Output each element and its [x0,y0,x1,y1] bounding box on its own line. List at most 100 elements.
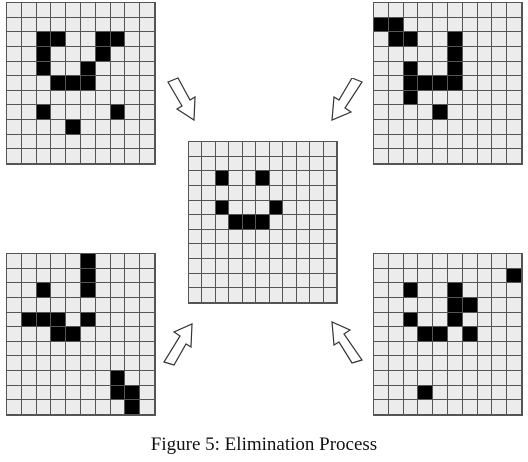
grid-cell [388,134,404,150]
grid-cell [418,268,434,284]
grid-cell [433,3,448,18]
grid-cell [229,229,243,245]
grid-cell [269,142,284,157]
grid-cell [492,76,508,91]
grid-cell [81,90,96,106]
filled-cell [66,327,81,342]
grid-cell [388,400,404,415]
grid-cell [507,32,522,47]
grid-cell [21,76,37,91]
grid-cell [189,215,203,230]
filled-cell [229,215,243,230]
filled-cell [81,61,96,77]
grid-cell [507,61,522,77]
grid-cell [66,90,81,106]
grid-cell [374,268,389,284]
grid-cell [403,254,419,269]
grid-cell [215,215,230,230]
grid-cell [462,341,478,357]
grid-cell [95,149,111,164]
filled-cell [110,371,126,386]
filled-cell [448,283,463,298]
grid-cell [202,244,216,260]
grid-cell [140,385,155,401]
grid-cell [95,268,111,284]
grid-cell [374,385,389,401]
grid-cell [21,400,37,415]
filled-cell [95,46,111,62]
grid-cell [125,76,141,91]
grid-cell [110,46,126,62]
grid-cell [507,312,522,328]
filled-cell [125,400,141,415]
grid-cell [403,134,419,150]
grid-cell [418,297,434,313]
grid-cell [81,46,96,62]
grid-cell [36,254,52,269]
grid-cell [448,134,463,150]
grid-cell [283,288,297,303]
filled-cell [418,327,434,342]
grid-cell [477,90,493,106]
grid-cell [448,371,463,386]
grid-cell [477,76,493,91]
grid-cell [95,134,111,150]
grid-cell [125,254,141,269]
grid-cell [433,120,448,135]
grid-cell [7,90,22,106]
grid-cell [110,400,126,415]
grid-cell [36,400,52,415]
grid-cell [418,254,434,269]
grid-cell [140,254,155,269]
grid-cell [21,120,37,135]
grid-cell [269,229,284,245]
grid-cell [374,76,389,91]
grid-cell [448,17,463,33]
grid-cell [21,149,37,164]
grid-cell [388,385,404,401]
grid-cell [36,17,52,33]
grid-cell [477,105,493,121]
grid-cell [242,156,257,172]
grid-cell [374,297,389,313]
grid-cell [110,283,126,298]
grid-cell [202,171,216,186]
grid-cell [140,120,155,135]
grid-cell [256,142,270,157]
grid-cell [202,273,216,289]
filled-cell [256,171,270,186]
grid-cell [81,327,96,342]
grid-cell [110,76,126,91]
grid-cell [403,268,419,284]
grid-cell [95,120,111,135]
grid-cell [256,185,270,201]
grid-cell [448,254,463,269]
grid-cell [388,105,404,121]
grid-cell [242,200,257,216]
grid-cell [283,200,297,216]
grid-cell [374,32,389,47]
filled-cell [388,32,404,47]
grid-cell [418,149,434,164]
grid-cell [7,32,22,47]
grid-cell [202,215,216,230]
grid-cell [51,149,67,164]
grid-cell [283,142,297,157]
grid-cell [310,229,324,245]
grid-cell [51,61,67,77]
grid-cell [66,149,81,164]
grid-cell [189,200,203,216]
grid-cell [462,3,478,18]
grid-cell [95,76,111,91]
grid-cell [189,273,203,289]
grid-cell [21,105,37,121]
grid-cell [477,17,493,33]
grid-cell [374,105,389,121]
grid-cell [125,90,141,106]
grid-cell [215,185,230,201]
grid-cell [7,76,22,91]
filled-cell [110,105,126,121]
grid-cell [477,327,493,342]
grid-cell [7,341,22,357]
grid-cell [140,134,155,150]
